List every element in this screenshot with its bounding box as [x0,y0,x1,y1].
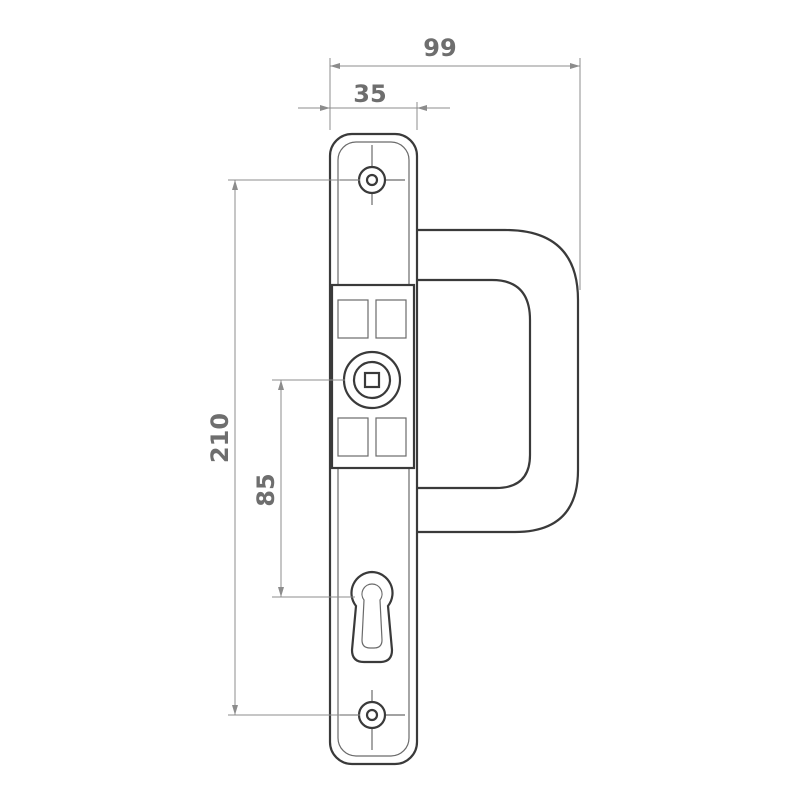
key-cylinder-hole [350,570,394,664]
dimension-overall-width: 99 [329,34,581,290]
spindle-housing [330,283,416,470]
plate-width-label: 35 [353,80,386,108]
bottom-screw-hole [340,690,405,750]
backset-label: 85 [252,473,280,506]
top-screw-hole [340,145,405,205]
hole-spacing-label: 210 [206,413,234,463]
dimension-hole-spacing: 210 [206,179,360,716]
dimension-backset: 85 [252,379,355,598]
dimension-plate-width: 35 [298,80,450,130]
overall-width-label: 99 [423,34,456,62]
